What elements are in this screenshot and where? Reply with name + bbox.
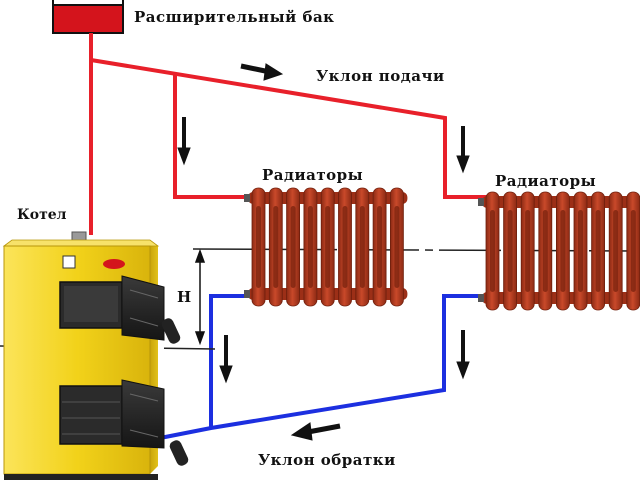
radiator-section-groove bbox=[359, 206, 365, 288]
radiator-section-groove bbox=[490, 210, 495, 292]
radiator-connector bbox=[478, 198, 484, 206]
radiator-section-groove bbox=[290, 206, 296, 288]
radiators-left-label: Радиаторы bbox=[262, 166, 363, 184]
supply-main bbox=[90, 58, 488, 199]
radiator-section-groove bbox=[307, 206, 313, 288]
radiator-right bbox=[478, 191, 640, 311]
arrow-icon bbox=[456, 330, 470, 380]
boiler-label: Котел bbox=[17, 207, 67, 223]
radiators-right-label: Радиаторы bbox=[495, 172, 596, 190]
radiator-connector bbox=[478, 294, 484, 302]
arrow-icon bbox=[240, 63, 284, 81]
arrow-icon bbox=[456, 126, 470, 174]
radiator-section-groove bbox=[613, 210, 619, 292]
expansion-tank bbox=[52, 0, 124, 34]
radiator-section-groove bbox=[630, 210, 636, 292]
supply-branch-left bbox=[173, 73, 250, 199]
return-slope-label: Уклон обратки bbox=[258, 451, 396, 469]
radiator-section-groove bbox=[542, 210, 548, 292]
radiator-section-groove bbox=[256, 206, 261, 288]
radiator-left bbox=[244, 187, 408, 307]
supply-slope-label: Уклон подачи bbox=[316, 67, 445, 85]
radiator-section-groove bbox=[595, 210, 601, 292]
radiator-connector bbox=[244, 290, 250, 298]
radiator-section-groove bbox=[273, 206, 279, 288]
arrow-icon bbox=[177, 117, 191, 166]
radiator-section-groove bbox=[578, 210, 583, 292]
arrow-icon bbox=[290, 422, 341, 441]
brand-logo bbox=[103, 259, 125, 269]
supply-pipes bbox=[89, 33, 488, 235]
expansion-tank-label: Расширительный бак bbox=[134, 8, 335, 26]
radiator-section-groove bbox=[560, 210, 566, 292]
radiator-section-groove bbox=[342, 206, 348, 288]
return-main bbox=[149, 294, 485, 442]
gauge-icon bbox=[62, 255, 76, 269]
boiler bbox=[2, 231, 189, 480]
height-marker bbox=[194, 248, 206, 346]
radiator-section-groove bbox=[525, 210, 531, 292]
radiator-section-groove bbox=[507, 210, 513, 292]
flow-arrows bbox=[177, 63, 470, 441]
arrow-icon bbox=[219, 335, 233, 384]
height-label: H bbox=[177, 288, 192, 306]
return-pipes bbox=[149, 294, 485, 442]
radiator-section-groove bbox=[394, 206, 400, 288]
radiator-section-groove bbox=[377, 206, 383, 288]
radiator-connector bbox=[244, 194, 250, 202]
radiator-section-groove bbox=[325, 206, 331, 288]
return-left-riser bbox=[209, 294, 250, 428]
